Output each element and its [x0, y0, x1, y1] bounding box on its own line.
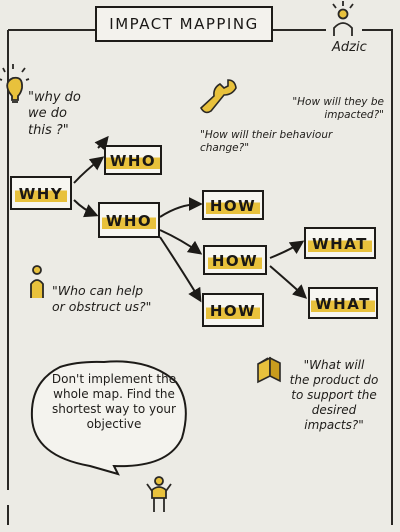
- speech-bubble-text: Don't implement the whole map. Find the …: [51, 372, 177, 431]
- why-question-note: "why do we do this ?": [28, 90, 81, 138]
- lightbulb-icon: [0, 64, 30, 103]
- arrow-why-question: [94, 135, 109, 152]
- page-title: IMPACT MAPPING: [95, 6, 273, 42]
- who-question-note: "Who can help or obstruct us?": [52, 283, 152, 314]
- what-question-note: "What will the product do to support the…: [289, 358, 379, 432]
- arrow-why-to-who-top: [73, 156, 105, 184]
- how-question-note-1: "How will they be impacted?": [292, 96, 384, 122]
- arrow-who-to-how-1: [159, 197, 203, 218]
- what-node-2: WHAT: [308, 287, 378, 319]
- what-node-2-label: WHAT: [311, 293, 375, 313]
- how-node-3: HOW: [202, 293, 264, 327]
- who-top-node: WHO: [104, 145, 162, 175]
- how-node-3-label: HOW: [205, 300, 261, 320]
- page-title-text: IMPACT MAPPING: [109, 15, 259, 33]
- how-node-1-label: HOW: [205, 195, 261, 215]
- what-node-1-label: WHAT: [308, 233, 372, 253]
- person-icon: [30, 265, 44, 298]
- arrow-who-to-how-3: [159, 236, 202, 303]
- arrow-why-to-who-main: [73, 199, 99, 218]
- how-node-2-label: HOW: [207, 250, 263, 270]
- arrow-who-to-how-2: [159, 229, 203, 255]
- author-head-icon: [332, 1, 354, 36]
- who-top-node-label: WHO: [105, 150, 161, 170]
- arrow-how-to-what-1: [269, 240, 305, 259]
- page-border: [7, 29, 393, 525]
- who-main-node: WHO: [98, 202, 160, 238]
- what-node-1: WHAT: [304, 227, 376, 259]
- wrench-icon: [199, 79, 237, 114]
- box-icon: [257, 356, 281, 384]
- how-node-2: HOW: [203, 245, 267, 275]
- why-node-label: WHY: [14, 183, 68, 203]
- speaker-figure-icon: [146, 476, 172, 512]
- speech-bubble-shape: [30, 360, 187, 476]
- why-node: WHY: [10, 176, 72, 210]
- author-name: Adzic: [332, 40, 367, 55]
- how-question-note-2: "How will their behaviour change?": [200, 129, 333, 155]
- who-main-node-label: WHO: [101, 210, 157, 230]
- arrow-how-to-what-2: [269, 265, 308, 299]
- connector-arrows: [73, 135, 308, 303]
- how-node-1: HOW: [202, 190, 264, 220]
